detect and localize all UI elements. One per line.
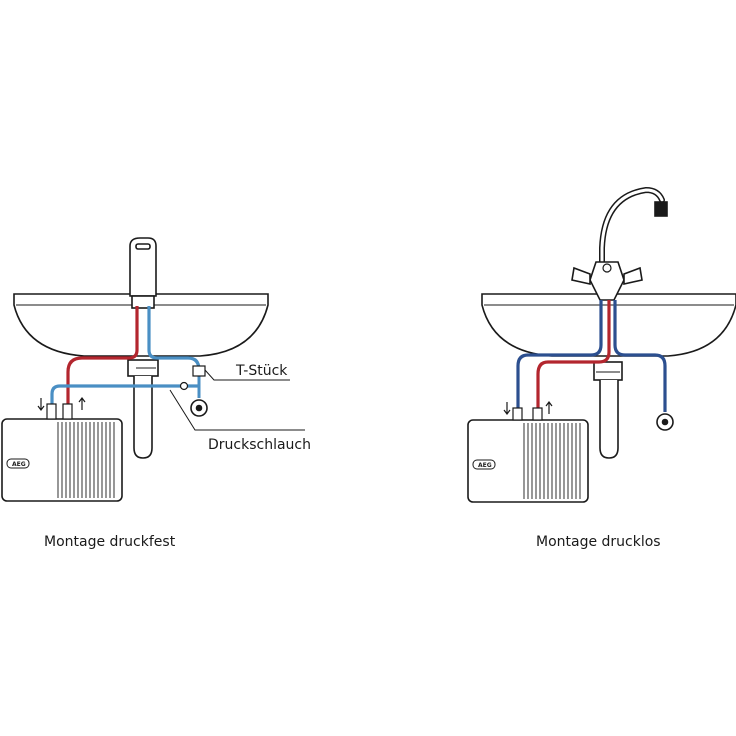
- flow-arrow-down-icon: [503, 402, 511, 415]
- heater-badge-right: [472, 459, 496, 470]
- sink-basin-left: [13, 293, 269, 357]
- faucet-spout-right: [599, 186, 665, 265]
- drain-trap-left: [133, 376, 153, 459]
- caption-left: Montage druckfest: [44, 534, 176, 550]
- heater-brand-right: AEG: [478, 462, 492, 469]
- heater-fins-right: [523, 423, 581, 499]
- drain-trap-right: [599, 380, 619, 459]
- leader-line-tee: [204, 369, 290, 381]
- flow-arrow-down-icon: [37, 398, 45, 411]
- faucet-left: [129, 237, 157, 297]
- diagram-non-pressure-type: [467, 186, 736, 503]
- faucet-base-left: [131, 295, 155, 309]
- pressure-hose-left: [50, 384, 199, 404]
- heater-badge-left: [6, 458, 30, 469]
- cold-pipe-supply-right: [613, 300, 667, 412]
- cold-pipe-faucet-left: [147, 306, 201, 376]
- flow-arrow-up-icon: [545, 401, 553, 414]
- label-hose: Druckschlauch: [208, 437, 311, 453]
- label-tee: T-Stück: [235, 363, 288, 379]
- drain-nut-right: [593, 361, 623, 381]
- flow-arrow-up-icon: [78, 397, 86, 410]
- diagram-pressure-type: [1, 237, 305, 502]
- heater-fins-left: [57, 422, 115, 498]
- faucet-lever-left: [135, 243, 151, 250]
- faucet-aerator-right: [654, 201, 668, 217]
- hot-pipe-left: [66, 306, 139, 404]
- leader-line-hose: [169, 389, 305, 431]
- faucet-handle-left-right: [571, 266, 591, 285]
- heater-brand-left: AEG: [12, 461, 26, 468]
- faucet-handle-right-right: [623, 266, 643, 285]
- hot-pipe-right: [536, 300, 611, 410]
- cold-pipe-heater-right: [516, 300, 603, 410]
- tee-fitting: [192, 365, 206, 377]
- caption-right: Montage drucklos: [536, 534, 661, 550]
- hose-connector: [179, 381, 189, 391]
